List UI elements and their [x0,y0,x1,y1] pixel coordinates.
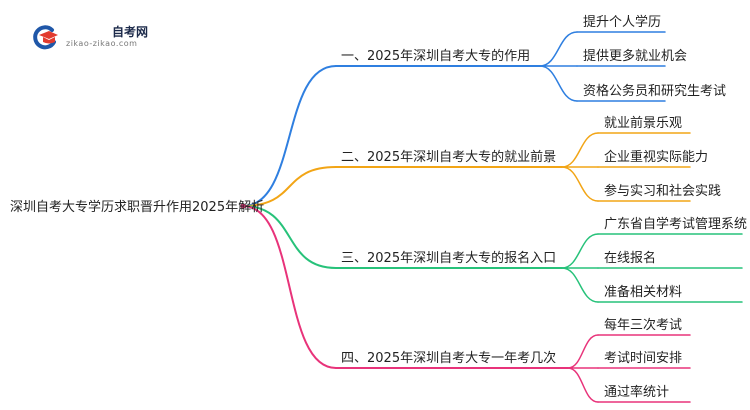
branch-to-leaf-connector [567,334,599,369]
root-to-branch-connector [242,205,337,269]
branch-to-leaf-connector [561,166,599,202]
root-node: 深圳自考大专学历求职晋升作用2025年解析 [10,200,265,215]
site-logo: 自考网 zikao-zikao.com [30,22,180,54]
root-anchor-dot [240,203,246,209]
leaf-node: 提供更多就业机会 [583,49,688,64]
branch-node: 二、2025年深圳自考大专的就业前景 [341,150,557,165]
root-to-branch-connector [242,65,337,207]
leaf-node: 参与实习和社会实践 [604,184,722,199]
logo-subtitle: zikao-zikao.com [66,39,138,48]
leaf-node: 准备相关材料 [604,285,683,300]
branch-node: 四、2025年深圳自考大专一年考几次 [341,351,557,366]
leaf-node: 资格公务员和研究生考试 [583,84,727,99]
branch-node: 一、2025年深圳自考大专的作用 [341,49,531,64]
leaf-node: 每年三次考试 [604,318,683,333]
leaf-node: 提升个人学历 [583,15,662,30]
branch-to-leaf-connector [539,31,578,67]
branch-node: 三、2025年深圳自考大专的报名入口 [341,251,557,266]
logo-title: 自考网 [112,25,149,39]
leaf-node: 广东省自学考试管理系统 [604,217,748,232]
root-to-branch-connector [242,166,337,207]
leaf-node: 就业前景乐观 [604,116,683,131]
branch-to-leaf-connector [561,233,599,269]
leaf-node: 在线报名 [604,251,657,266]
leaf-node: 企业重视实际能力 [604,150,709,165]
root-to-branch-connector [242,205,337,369]
leaf-node: 考试时间安排 [604,351,683,366]
branch-to-leaf-connector [567,367,599,403]
branch-to-leaf-connector [539,65,578,102]
graduation-cap-logo-icon [33,25,58,50]
leaf-node: 通过率统计 [604,385,670,400]
branch-to-leaf-connector [561,267,599,303]
branch-to-leaf-connector [561,132,599,168]
